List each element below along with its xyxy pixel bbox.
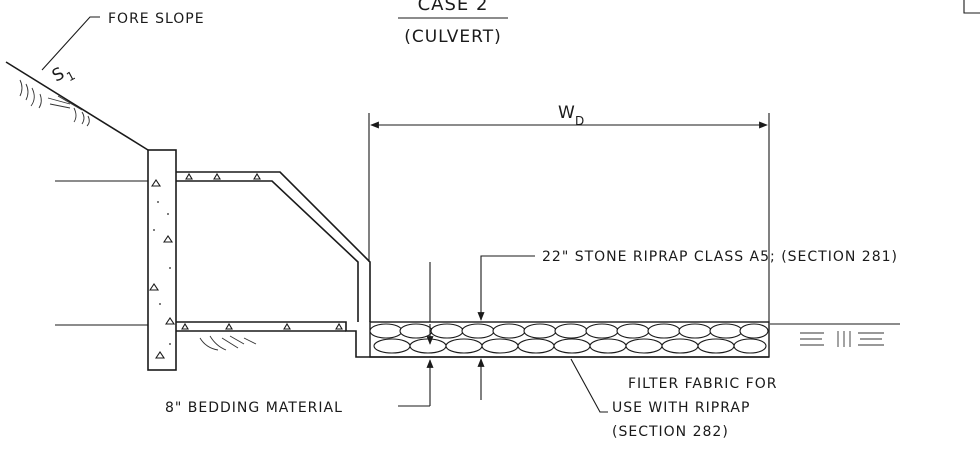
fabric-label-line1: FILTER FABRIC FOR xyxy=(628,376,777,392)
riprap-label: 22" STONE RIPRAP CLASS A5; (SECTION 281) xyxy=(542,249,898,265)
top-slab-aggregate xyxy=(185,172,261,180)
width-subscript: D xyxy=(575,114,585,128)
fabric-label-line3: (SECTION 282) xyxy=(612,424,729,440)
headwall-dots xyxy=(153,201,171,345)
case-subtitle: (CULVERT) xyxy=(404,27,502,47)
headwall xyxy=(147,149,177,371)
culvert-bottom-slab xyxy=(176,321,370,358)
culvert-top-slab xyxy=(176,171,371,322)
culvert-top-slab-inner xyxy=(176,180,359,322)
width-symbol: W xyxy=(558,103,576,123)
bedding-label: 8" BEDDING MATERIAL xyxy=(165,400,343,416)
fore-slope-label: FORE SLOPE xyxy=(108,11,205,27)
slope-symbol: S 1 xyxy=(49,63,78,86)
fabric-label-line2: USE WITH RIPRAP xyxy=(612,400,750,416)
headwall-aggregate xyxy=(148,179,176,359)
fabric-leader xyxy=(570,358,608,413)
fore-slope-leader xyxy=(41,16,100,71)
slab-ground-hatch xyxy=(199,335,257,351)
riprap-leader xyxy=(480,255,535,262)
riprap-stones xyxy=(369,323,769,354)
corner-frame xyxy=(963,0,980,14)
right-ground-hatch xyxy=(800,331,884,347)
fore-slope-line xyxy=(5,61,149,151)
slope-ground-hatch xyxy=(19,79,90,127)
case-title: CASE 2 xyxy=(418,0,489,15)
bottom-slab-aggregate xyxy=(181,322,343,330)
